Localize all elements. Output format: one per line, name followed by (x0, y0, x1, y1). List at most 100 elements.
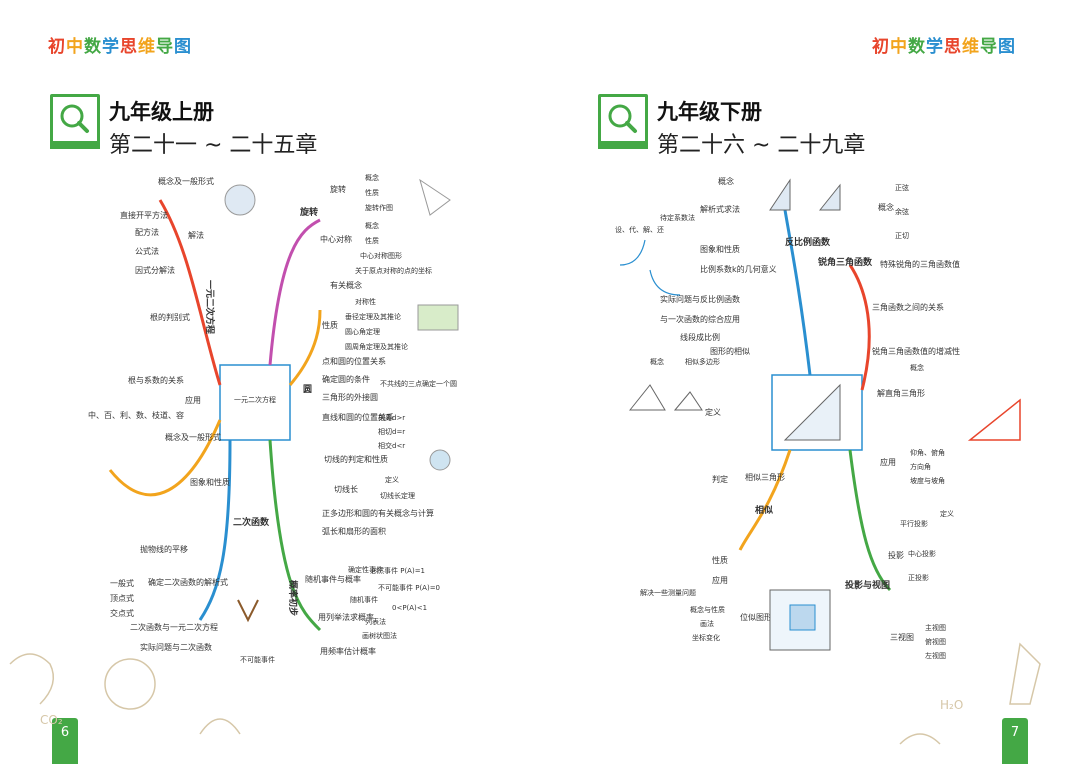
node-chord-theorem: 垂径定理及其推论 (345, 312, 401, 321)
branch-probability: 概率初步 (287, 580, 299, 616)
node-tl-def: 定义 (385, 475, 399, 484)
branch-circle: 圆 (303, 384, 312, 395)
node-certain: 确定性事件 (348, 565, 383, 574)
triangle-illustration (419, 178, 451, 216)
globe-illustration (224, 184, 256, 216)
svg-text:CO₂: CO₂ (40, 713, 63, 727)
node-line-circle: 直线和圆的位置关系 (322, 412, 394, 422)
node-top: 俯视图 (925, 637, 946, 646)
node-slope: 坡度与坡角 (910, 476, 945, 485)
node-discriminant: 根的判别式 (150, 312, 190, 322)
node-direction: 方向角 (910, 462, 931, 471)
node-list-tree: 用列举法求概率 (318, 612, 374, 622)
node-intercept: 交点式 (110, 608, 134, 618)
branch-trig: 锐角三角函数 (818, 256, 873, 268)
node-inv-form: 解析式求法 (700, 204, 740, 214)
node-three-points: 不共线的三点确定一个圆 (380, 379, 457, 388)
node-expression: 确定二次函数的解析式 (148, 577, 228, 587)
node-sim-app: 应用 (712, 575, 728, 585)
node-rand-range: 0<P(A)<1 (392, 604, 427, 612)
node-homo-coord: 坐标变化 (692, 633, 720, 642)
branch-circle-line (288, 309, 322, 386)
node-inv-linear: 与一次函数的综合应用 (660, 314, 740, 324)
magnifier-icon (598, 94, 648, 149)
node-circle-concepts: 有关概念 (330, 280, 362, 290)
node-random-event: 随机事件与概率 (305, 574, 361, 584)
node-fn-eq: 二次函数与一元二次方程 (130, 622, 218, 632)
node-inv-k-meaning: 比例系数k的几何意义 (700, 264, 777, 274)
doodle-decoration: H₂O (899, 642, 1041, 745)
branch-inverse: 反比例函数 (785, 236, 831, 248)
node-freq: 用频率估计概率 (320, 646, 376, 656)
node-factorization: 因式分解法 (135, 265, 175, 275)
node-sim-def: 定义 (705, 407, 721, 417)
node-relation: 三角函数之间的关系 (872, 302, 944, 312)
node-cs-graph: 中心对称图形 (360, 251, 402, 260)
node-cos: 余弦 (895, 207, 909, 216)
node-concept: 概念 (910, 363, 924, 372)
branch-inverse-line (783, 209, 812, 376)
branch-probability-line (268, 439, 322, 632)
node-symmetry: 对称性 (355, 297, 376, 306)
center-box (219, 364, 291, 441)
node-app-text: 中、百、利、数、枝道、容 (88, 410, 184, 420)
node-tan: 正切 (895, 232, 909, 240)
node-determine-circle: 确定圆的条件 (322, 374, 370, 384)
node-inv-graph: 图象和性质 (700, 244, 740, 254)
node-impossible: 不可能事件 P(A)=0 (378, 583, 440, 592)
node-homo-draw: 画法 (700, 619, 714, 628)
mind-map-right: 反比例函数 概念 解析式求法 待定系数法 设、代、解、还 图象和性质 比例系数k… (615, 176, 1021, 660)
node-app: 应用 (880, 457, 896, 467)
page-number: 7 (1002, 718, 1028, 764)
branch-rotation-line (268, 218, 321, 366)
node-fn-app: 实际问题与二次函数 (140, 642, 212, 652)
hyperbola-illustration (619, 239, 681, 296)
node-homothety: 位似图形 (740, 612, 772, 622)
node-formula: 公式法 (135, 246, 159, 256)
chapter-range: 第二十六 ~ 二十九章 (657, 133, 866, 158)
node-definition: 定义 (940, 509, 954, 518)
node-central-angle: 圆心角定理 (345, 327, 380, 336)
right-triangle-illustration (967, 398, 1021, 441)
node-central: 中心投影 (908, 549, 936, 558)
node-rot-concept: 概念 (365, 173, 379, 182)
right-page: 初中数学思维导图 九年级下册 第二十六 ~ 二十九章 反比例函数 概念 解析式求… (540, 0, 1080, 764)
node-intersect: 相交d<r (378, 441, 405, 450)
node-tangent-judge: 切线的判定和性质 (324, 454, 388, 464)
cube-inner-illustration (789, 604, 816, 631)
grade-title: 九年级下册 (657, 100, 762, 124)
node-sin: 正弦 (895, 183, 909, 192)
node-sim-judge: 判定 (712, 474, 728, 484)
branch-similar: 相似 (755, 504, 773, 516)
branch-quadratic-line (158, 199, 222, 386)
branch-quadratic: 一元二次方程 (204, 280, 216, 334)
node-complete-square: 配方法 (135, 227, 159, 237)
node-cs-point: 关于原点对称的点的坐标 (355, 266, 432, 275)
node-cs-prop: 性质 (365, 236, 379, 245)
node-sim-prop: 性质 (712, 555, 728, 565)
node-trig-def: 概念 (878, 202, 894, 212)
node-tangent-rel: 相切d=r (378, 427, 405, 436)
grade-title: 九年级上册 (109, 100, 214, 124)
left-page: 初中数学思维导图 九年级上册 第二十一 ~ 二十五章 一元二次方程 一元二次方程… (9, 37, 459, 764)
branch-projection: 投影与视图 (845, 579, 890, 591)
node-rot-draw: 旋转作图 (365, 203, 393, 212)
magnifier-icon (50, 94, 100, 149)
node-sim-app-text: 解决一些测量问题 (640, 588, 696, 597)
node-rot-branch: 旋转 (330, 184, 346, 194)
node-cs-concept: 概念 (365, 221, 379, 230)
node-proj: 投影 (888, 550, 904, 560)
node-graph: 图象和性质 (190, 477, 230, 487)
node-not-certain: 不可能事件 (240, 655, 275, 664)
node-fn-def: 概念及一般形式 (165, 432, 221, 442)
svg-text:H₂O: H₂O (940, 698, 963, 712)
set-square-a (769, 178, 791, 211)
node-eq-def: 概念及一般形式 (158, 176, 214, 186)
tree-illustration (237, 599, 259, 623)
node-polygon: 正多边形和圆的有关概念与计算 (322, 508, 434, 518)
node-monotone: 锐角三角函数值的增减性 (872, 346, 960, 356)
node-front: 主视图 (925, 623, 946, 632)
node-direct-sqrt: 直接开平方法 (120, 210, 168, 220)
set-square-b (818, 183, 841, 211)
node-solve: 解法 (188, 230, 204, 240)
